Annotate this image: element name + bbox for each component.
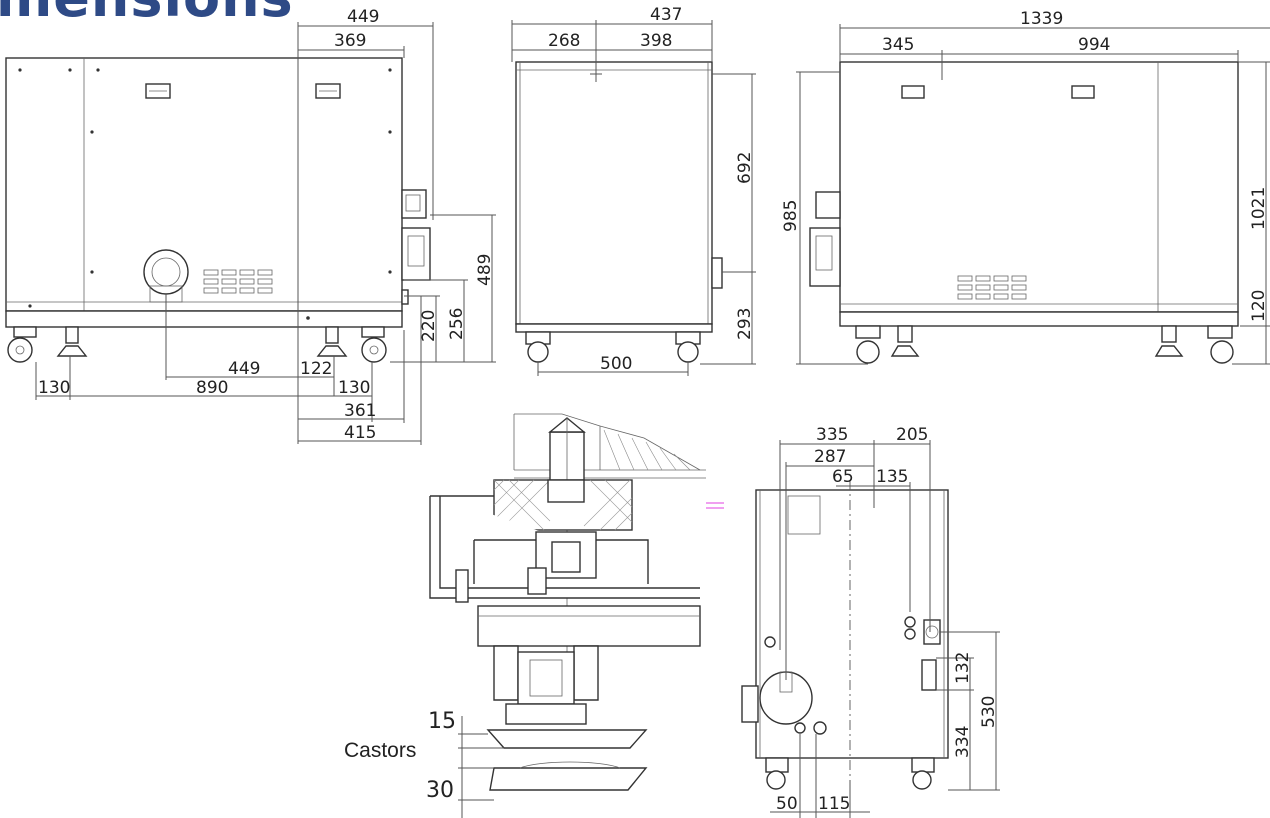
side-view: 437 268 398 692 293 500 — [511, 5, 756, 376]
dim-rear-1021: 1021 — [1249, 187, 1269, 230]
end-inlet-icon — [741, 636, 813, 725]
dim-detail-30: 30 — [426, 778, 454, 803]
dim-end-530: 530 — [979, 696, 999, 728]
dim-front-130-left: 130 — [38, 378, 70, 398]
dim-side-293: 293 — [735, 308, 755, 340]
dim-front-130-right: 130 — [338, 378, 370, 398]
dim-rear-994: 994 — [1078, 35, 1110, 55]
dim-end-65: 65 — [832, 467, 854, 487]
dim-front-489: 489 — [475, 254, 495, 286]
page-title: mensions — [0, 0, 294, 29]
rear-connectors-icon — [809, 191, 841, 287]
dim-end-334: 334 — [953, 726, 973, 758]
foot-right-icon — [316, 326, 348, 357]
side-connectors-icon — [401, 189, 431, 305]
rear-handle-right-icon — [1071, 85, 1095, 99]
dim-end-135: 135 — [876, 467, 908, 487]
label-castors: Castors — [344, 739, 416, 762]
front-body — [5, 57, 403, 312]
dim-end-50: 50 — [776, 794, 798, 814]
vent-grille-icon — [203, 269, 273, 294]
dim-end-205: 205 — [896, 425, 928, 445]
rear-handle-left-icon — [901, 85, 925, 99]
dim-front-449-bottom: 449 — [228, 359, 260, 379]
rear-castors-icon — [855, 325, 1234, 364]
dim-rear-120: 120 — [1249, 290, 1269, 322]
castor-left-icon — [7, 326, 37, 363]
dim-front-449-top: 449 — [347, 7, 379, 27]
dim-side-500: 500 — [600, 354, 632, 374]
dim-side-268: 268 — [548, 31, 580, 51]
dim-end-335: 335 — [816, 425, 848, 445]
dim-front-415: 415 — [344, 423, 376, 443]
dim-rear-985: 985 — [781, 200, 801, 232]
dim-side-692: 692 — [735, 152, 755, 184]
dim-end-287: 287 — [814, 447, 846, 467]
dim-front-369: 369 — [334, 31, 366, 51]
front-base — [5, 310, 403, 328]
side-body — [515, 61, 713, 325]
side-outlet-icon — [711, 257, 723, 289]
dim-side-398: 398 — [640, 31, 672, 51]
dim-front-220: 220 — [419, 310, 439, 342]
dim-front-122: 122 — [300, 359, 332, 379]
dim-front-890: 890 — [196, 378, 228, 398]
dim-end-132: 132 — [953, 652, 973, 684]
dim-detail-15: 15 — [428, 709, 456, 734]
dim-front-256: 256 — [447, 308, 467, 340]
rear-body — [839, 61, 1239, 313]
end-view: 335 205 287 65 135 132 530 334 50 115 — [741, 425, 1000, 818]
dim-rear-1339: 1339 — [1020, 9, 1063, 29]
end-ports-icon — [794, 616, 941, 735]
rear-vent-grille-icon — [957, 275, 1027, 300]
foot-left-icon — [56, 326, 88, 357]
dim-rear-345: 345 — [882, 35, 914, 55]
dim-end-115: 115 — [818, 794, 850, 814]
side-castors-icon — [525, 331, 701, 363]
front-view: 449 369 489 256 220 449 122 130 890 130 … — [5, 7, 496, 445]
end-castors-icon — [765, 757, 935, 790]
castor-right-icon — [361, 326, 387, 363]
foot-pad-icon — [489, 767, 648, 791]
castor-detail-view: 15 Castors 30 — [344, 413, 724, 818]
dim-front-361: 361 — [344, 401, 376, 421]
rear-view: 1339 345 994 985 1021 120 — [781, 9, 1270, 365]
dim-side-437: 437 — [650, 5, 682, 25]
